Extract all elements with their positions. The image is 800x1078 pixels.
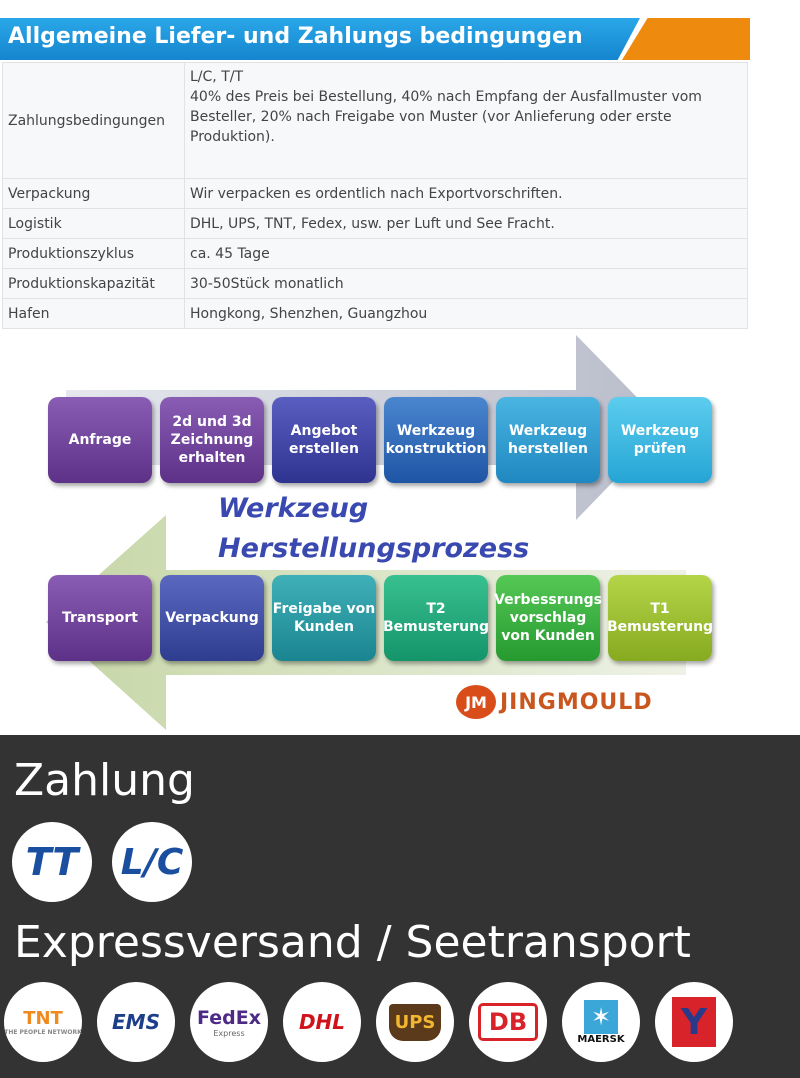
lc-icon: L/C xyxy=(112,822,192,902)
section-banner: Allgemeine Liefer- und Zahlungs bedingun… xyxy=(0,18,750,60)
term-label: Hafen xyxy=(2,298,185,329)
shipping-heading: Expressversand / Seetransport xyxy=(14,917,691,968)
term-value: L/C, T/T xyxy=(190,69,244,85)
step-t1: T1 Bemusterung xyxy=(607,575,713,661)
maersk-logo: ✶MAERSK xyxy=(562,982,640,1062)
term-label: Produktionszyklus xyxy=(2,238,185,269)
term-value: ca. 45 Tage xyxy=(184,238,748,269)
table-row: Zahlungsbedingungen L/C, T/T 40% des Prei… xyxy=(2,62,748,179)
step-verpackung: Verpackung xyxy=(160,575,264,661)
dhl-logo: DHL xyxy=(283,982,361,1062)
term-value: Hongkong, Shenzhen, Guangzhou xyxy=(184,298,748,329)
term-value: 40% des Preis bei Bestellung, 40% nach E… xyxy=(190,89,702,145)
term-value: DHL, UPS, TNT, Fedex, usw. per Luft und … xyxy=(184,208,748,239)
db-logo: DB xyxy=(469,982,547,1062)
term-label: Verpackung xyxy=(2,178,185,209)
process-diagram: Anfrage 2d und 3d Zeichnung erhalten Ang… xyxy=(46,330,746,735)
term-label: Logistik xyxy=(2,208,185,239)
term-label: Produktionskapazität xyxy=(2,268,185,299)
term-value: Wir verpacken es ordentlich nach Exportv… xyxy=(184,178,748,209)
step-freigabe: Freigabe von Kunden xyxy=(272,575,376,661)
step-pruefen: Werkzeug prüfen xyxy=(608,397,712,483)
payment-shipping-section: Zahlung TT L/C Expressversand / Seetrans… xyxy=(0,735,800,1078)
term-value: 30-50Stück monatlich xyxy=(184,268,748,299)
term-label: Zahlungsbedingungen xyxy=(2,62,185,179)
step-konstruktion: Werkzeug konstruktion xyxy=(384,397,488,483)
ups-logo: UPS xyxy=(376,982,454,1062)
step-zeichnung: 2d und 3d Zeichnung erhalten xyxy=(160,397,264,483)
step-transport: Transport xyxy=(48,575,152,661)
tt-icon: TT xyxy=(12,822,92,902)
process-title: Werkzeug xyxy=(218,493,369,524)
step-t2: T2 Bemusterung xyxy=(383,575,489,661)
payment-heading: Zahlung xyxy=(14,755,195,806)
banner-title: Allgemeine Liefer- und Zahlungs bedingun… xyxy=(8,24,583,49)
terms-table: Zahlungsbedingungen L/C, T/T 40% des Prei… xyxy=(2,62,748,329)
step-anfrage: Anfrage xyxy=(48,397,152,483)
step-herstellen: Werkzeug herstellen xyxy=(496,397,600,483)
ems-logo: EMS xyxy=(97,982,175,1062)
step-verbesserung: Verbessrungs vorschlag von Kunden xyxy=(494,575,602,661)
step-angebot: Angebot erstellen xyxy=(272,397,376,483)
process-title: Herstellungsprozess xyxy=(218,533,530,564)
y-logo: Y xyxy=(655,982,733,1062)
